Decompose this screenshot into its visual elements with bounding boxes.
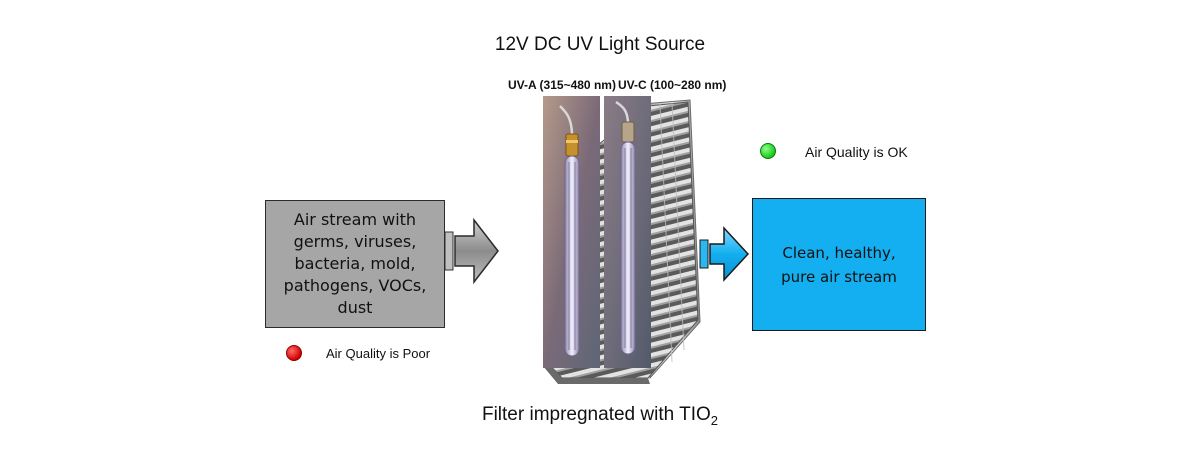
poor-indicator-icon — [286, 345, 302, 361]
ok-air-quality-label: Air Quality is OK — [805, 144, 908, 160]
ok-indicator-icon — [760, 143, 776, 159]
input-arrow-icon — [444, 217, 499, 285]
output-air-stream-box: Clean, healthy, pure air stream — [752, 198, 926, 331]
input-line: pathogens, VOCs, — [283, 276, 427, 295]
input-air-stream-text: Air stream with germs, viruses, bacteria… — [284, 209, 427, 319]
uv-c-lamp-icon — [604, 96, 651, 368]
input-line: bacteria, mold, — [294, 254, 416, 273]
filter-caption-text: Filter impregnated with TIO — [481, 404, 711, 425]
input-line: germs, viruses, — [293, 232, 417, 251]
filter-caption-subscript: 2 — [710, 412, 719, 428]
output-line: Clean, healthy, — [782, 243, 896, 262]
uv-a-label: UV-A (315~480 nm) — [508, 78, 616, 92]
input-line: dust — [337, 298, 373, 317]
uv-c-label: UV-C (100~280 nm) — [618, 78, 727, 92]
output-arrow-icon — [699, 226, 750, 282]
poor-air-quality-label: Air Quality is Poor — [326, 346, 431, 361]
input-line: Air stream with — [293, 210, 417, 229]
uv-a-lamp-icon — [543, 96, 600, 368]
output-air-stream-text: Clean, healthy, pure air stream — [781, 241, 897, 289]
filter-caption: Filter impregnated with TIO2 — [0, 404, 1200, 428]
output-line: pure air stream — [781, 267, 897, 286]
input-air-stream-box: Air stream with germs, viruses, bacteria… — [265, 200, 445, 328]
diagram-title: 12V DC UV Light Source — [494, 34, 706, 55]
